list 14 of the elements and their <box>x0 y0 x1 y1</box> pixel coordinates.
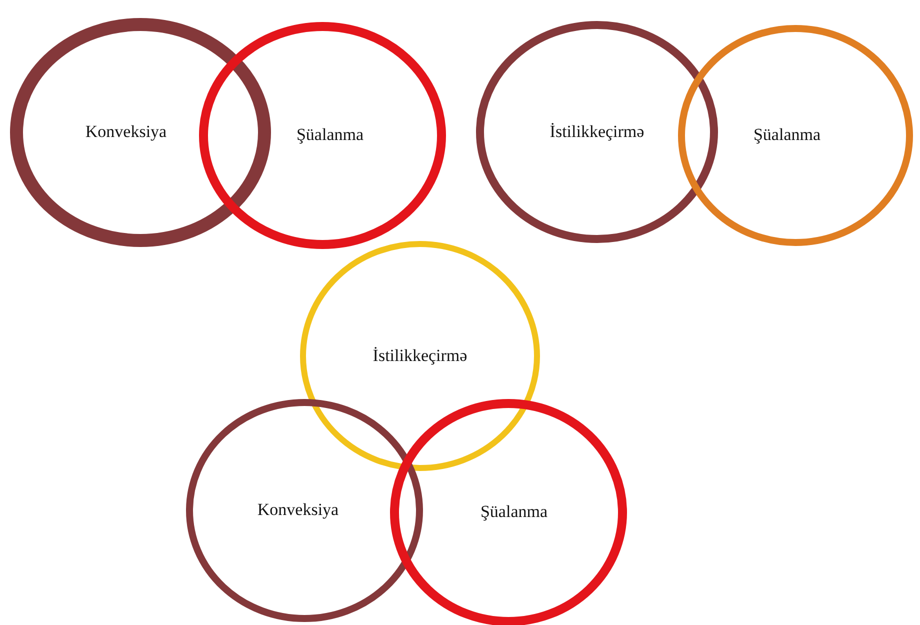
ring <box>300 241 540 471</box>
ring <box>186 398 422 622</box>
ring-label: Şüalanma <box>480 502 548 522</box>
ring-label: İstilikkeçirmə <box>372 346 468 366</box>
ring-label: Konveksiya <box>257 500 339 520</box>
ring <box>198 22 446 248</box>
ring-label: Şüalanma <box>296 125 364 145</box>
ring <box>678 24 912 246</box>
ring <box>390 398 626 625</box>
ring-label: İstilikkeçirmə <box>550 122 644 142</box>
ring-label: Konveksiya <box>85 122 167 142</box>
ring-label: Şüalanma <box>753 125 821 145</box>
ring <box>476 21 718 243</box>
ring <box>10 18 270 246</box>
